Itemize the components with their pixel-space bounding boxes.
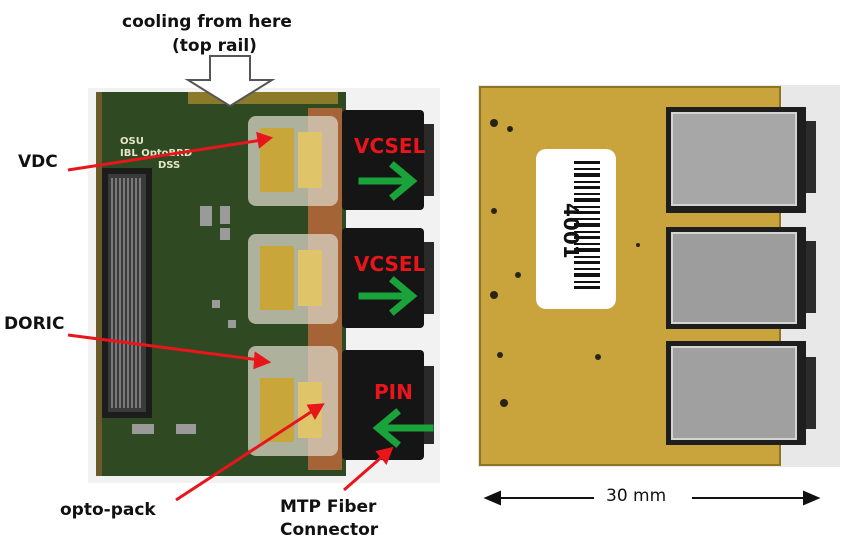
vdc-label: VDC <box>18 152 58 172</box>
cooling-label-2: (top rail) <box>172 36 257 56</box>
back-connectors <box>666 107 816 445</box>
doric-label: DORIC <box>4 314 65 334</box>
edge-connector <box>102 168 152 418</box>
opto-pack-3 <box>248 346 338 456</box>
scale-bar <box>483 490 821 506</box>
board-print-1: OSU <box>120 136 144 147</box>
mtp-label-2: Connector <box>280 520 379 540</box>
scale-label: 30 mm <box>606 486 667 506</box>
barcode-label: 4001 <box>536 149 616 309</box>
pcb-back-photo: 4001 <box>478 85 840 467</box>
mtp-pointer <box>343 453 385 492</box>
vcsel-1-label: VCSEL <box>354 134 426 158</box>
board-print-2: IBL OptoBRD <box>120 148 192 159</box>
pin-label: PIN <box>374 380 413 404</box>
opto-pack-label: opto-pack <box>60 500 156 520</box>
cooling-label-1: cooling from here <box>122 12 292 32</box>
vdc-pointer <box>67 138 263 172</box>
vcsel-2-label: VCSEL <box>354 252 426 276</box>
board-print-3: DSS <box>158 160 180 171</box>
opto-pack-pointer <box>175 408 315 502</box>
barcode-number: 4001 <box>559 203 583 259</box>
mtp-label-1: MTP Fiber <box>280 497 377 517</box>
pcb-front-photo: OSU IBL OptoBRD DSS <box>88 88 440 483</box>
opto-pack-2 <box>248 234 338 324</box>
cooling-arrow <box>184 55 276 108</box>
doric-pointer <box>67 333 261 362</box>
